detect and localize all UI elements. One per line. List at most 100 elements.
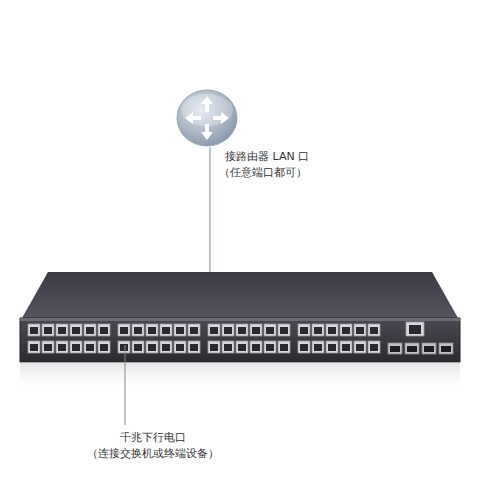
rj45-port xyxy=(236,341,248,353)
rj45-port-hole xyxy=(44,327,52,334)
rj45-port xyxy=(312,324,324,336)
rj45-port xyxy=(222,324,234,336)
rj45-port xyxy=(132,341,144,353)
rj45-port xyxy=(70,324,82,336)
rj45-port xyxy=(264,324,276,336)
annotation-label: （连接交换机或终端设备） xyxy=(86,447,220,461)
rj45-port xyxy=(188,324,200,336)
rj45-port-hole xyxy=(44,344,52,351)
rj45-port-hole xyxy=(238,344,246,351)
rj45-port-hole xyxy=(162,344,170,351)
rj45-port-hole xyxy=(58,344,66,351)
rj45-port-hole xyxy=(328,344,336,351)
rj45-port-hole xyxy=(356,344,364,351)
annotation-label: 千兆下行电口 xyxy=(119,431,187,445)
rj45-port-hole xyxy=(356,327,364,334)
rj45-port-hole xyxy=(190,344,198,351)
router-icon xyxy=(177,90,237,146)
console-port xyxy=(406,322,424,336)
rj45-port-hole xyxy=(238,327,246,334)
sfp-port xyxy=(388,343,402,354)
sfp-port xyxy=(422,343,436,354)
rj45-port-hole xyxy=(148,344,156,351)
annotation-label: 接路由器 LAN 口 xyxy=(224,150,310,164)
rj45-port xyxy=(188,341,200,353)
rj45-port-hole xyxy=(72,344,80,351)
rj45-port-hole xyxy=(210,344,218,351)
rj45-port xyxy=(278,324,290,336)
rj45-port xyxy=(98,341,110,353)
leader-line xyxy=(125,345,126,425)
rj45-port xyxy=(84,341,96,353)
rj45-port xyxy=(278,341,290,353)
rj45-port xyxy=(118,341,130,353)
rj45-port xyxy=(250,341,262,353)
sfp-port xyxy=(405,343,419,354)
rj45-port xyxy=(132,324,144,336)
rj45-port-hole xyxy=(280,327,288,334)
rj45-port xyxy=(174,341,186,353)
rj45-port xyxy=(28,324,40,336)
rj45-port-hole xyxy=(266,344,274,351)
sfp-port-hole xyxy=(390,346,400,352)
rj45-port-hole xyxy=(120,344,128,351)
sfp-port-hole xyxy=(407,346,417,352)
sfp-port xyxy=(439,343,453,354)
rj45-port-hole xyxy=(100,327,108,334)
rj45-port-hole xyxy=(314,327,322,334)
rj45-port-hole xyxy=(72,327,80,334)
rj45-port xyxy=(56,324,68,336)
rj45-port-hole xyxy=(370,327,378,334)
rj45-port xyxy=(118,324,130,336)
rj45-port xyxy=(326,341,338,353)
rj45-port xyxy=(368,341,380,353)
sfp-port-hole xyxy=(424,346,434,352)
rj45-port-hole xyxy=(266,327,274,334)
rj45-port xyxy=(160,324,172,336)
rj45-port xyxy=(340,341,352,353)
rj45-port-hole xyxy=(224,327,232,334)
rj45-port-hole xyxy=(300,327,308,334)
rj45-port xyxy=(236,324,248,336)
rj45-port xyxy=(208,324,220,336)
rj45-port xyxy=(98,324,110,336)
rj45-port-hole xyxy=(252,344,260,351)
console-port-hole xyxy=(409,325,421,334)
rj45-port-hole xyxy=(328,327,336,334)
rj45-port-hole xyxy=(252,327,260,334)
rj45-port xyxy=(174,324,186,336)
rj45-port xyxy=(368,324,380,336)
rj45-port xyxy=(222,341,234,353)
rj45-port xyxy=(28,341,40,353)
rj45-port-hole xyxy=(300,344,308,351)
rj45-port-hole xyxy=(224,344,232,351)
annotation-label: （任意端口都可） xyxy=(218,166,308,180)
rj45-port xyxy=(146,341,158,353)
rj45-port xyxy=(56,341,68,353)
rj45-port xyxy=(250,324,262,336)
rj45-port-hole xyxy=(134,344,142,351)
rj45-port xyxy=(340,324,352,336)
rj45-port-hole xyxy=(86,344,94,351)
switch-illustration xyxy=(20,272,460,392)
rj45-port xyxy=(312,341,324,353)
rj45-port-hole xyxy=(120,327,128,334)
rj45-port-hole xyxy=(314,344,322,351)
rj45-port xyxy=(264,341,276,353)
rj45-port xyxy=(70,341,82,353)
rj45-port xyxy=(326,324,338,336)
rj45-port xyxy=(160,341,172,353)
rj45-port-hole xyxy=(58,327,66,334)
rj45-port-hole xyxy=(342,327,350,334)
rj45-port-hole xyxy=(176,344,184,351)
rj45-port-hole xyxy=(30,344,38,351)
rj45-port xyxy=(354,341,366,353)
rj45-port-hole xyxy=(280,344,288,351)
rj45-port xyxy=(298,324,310,336)
rj45-port xyxy=(42,324,54,336)
rj45-port-hole xyxy=(100,344,108,351)
rj45-port-hole xyxy=(176,327,184,334)
rj45-port-hole xyxy=(190,327,198,334)
